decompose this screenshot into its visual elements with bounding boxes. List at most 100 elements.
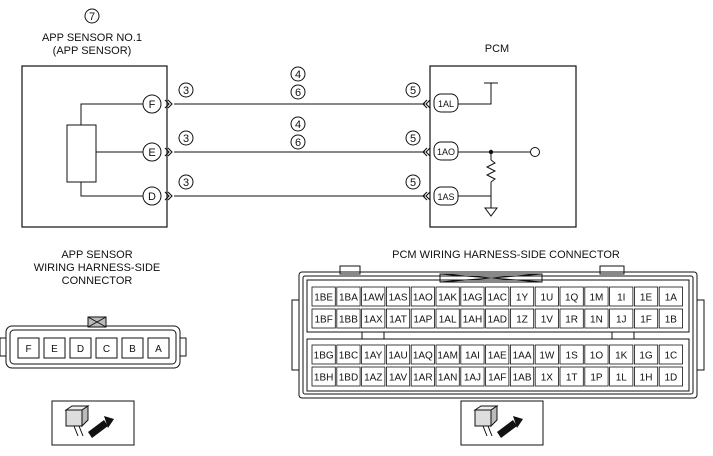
pcm-pin-cell: [410, 308, 435, 329]
wire2-mid-ref-a: 4: [295, 119, 301, 131]
pcm-pin-cell: [460, 286, 485, 307]
pcm-pin-label: 1AE: [488, 351, 507, 362]
pcm-pin-label: 1N: [590, 315, 603, 326]
pcm-pin-cell: [311, 286, 336, 307]
pcm-pin-label: 1BB: [339, 315, 358, 326]
pcm-pin-cell: [534, 286, 559, 307]
pcm-pin-label: 1I: [617, 293, 625, 304]
connector-view-icon-right: [460, 400, 544, 446]
wires: [174, 103, 425, 197]
pcm-pin-cell: [559, 366, 584, 387]
pcm-pin-cell: [336, 308, 361, 329]
pcm-pin-label: 1D: [664, 373, 677, 384]
pcm-pin-cell: [385, 308, 411, 329]
pcm-pin-cell: [658, 286, 683, 307]
pcm-pin-cell: [609, 344, 634, 365]
pcm-pin-cell: [658, 344, 683, 365]
pcm-pin-label: 1BH: [314, 373, 333, 384]
pcm-pin-cell: [460, 344, 485, 365]
pcm-title: PCM: [485, 43, 509, 55]
pcm-pin-label: 1AG: [462, 293, 482, 304]
pcm-pin-cell: [361, 308, 386, 329]
app-connector-pin-e: E: [51, 344, 58, 355]
app-connector-pin-b: B: [129, 344, 136, 355]
pcm-pin-cell: [460, 366, 485, 387]
wire1-left-ref: 3: [183, 85, 189, 97]
pcm-pin-label: 1AD: [488, 315, 507, 326]
pcm-pin-cell: [609, 308, 634, 329]
pcm-pin-label: 1AF: [488, 373, 506, 384]
pcm-pin-cell: [385, 344, 411, 365]
pcm-pin-cell: [435, 286, 460, 307]
pcm-pin-label: 1X: [541, 373, 554, 384]
pcm-terminals: 1AL 1AO 1AS: [433, 93, 459, 206]
pcm-pin-cell: [336, 366, 361, 387]
pcm-pin-label: 1AB: [513, 373, 532, 384]
pcm-pin-label: 1AJ: [464, 373, 481, 384]
pcm-pin-label: 1AM: [437, 351, 458, 362]
pcm-pin-label: 1Q: [565, 293, 579, 304]
pcm-pin-cell: [559, 344, 584, 365]
pcm-box: [429, 65, 577, 228]
app-connector-caption-1: APP SENSOR: [61, 249, 132, 261]
pcm-pin-label: 1BE: [314, 293, 333, 304]
app-sensor-element: [66, 124, 97, 183]
pcm-pin-cell: [410, 344, 435, 365]
pcm-pin-label: 1AL: [439, 315, 457, 326]
pcm-pin-label: 1A: [665, 293, 678, 304]
pcm-pin-cell: [460, 308, 485, 329]
pcm-pin-cell: [361, 286, 386, 307]
app-connector-pin-d: D: [77, 344, 84, 355]
app-sensor-ref: 7: [89, 11, 95, 23]
pcm-pin-cell: [336, 286, 361, 307]
app-sensor-title-line1: APP SENSOR NO.1: [42, 32, 142, 44]
pcm-pin-label: 1AQ: [413, 351, 433, 362]
pcm-pin-cell: [634, 366, 659, 387]
pcm-pin-label: 1AC: [488, 293, 507, 304]
pcm-pin-label: 1BG: [314, 351, 334, 362]
wire1-right-ref: 5: [410, 85, 416, 97]
pcm-pin-cell: [435, 366, 460, 387]
pcm-connector-caption: PCM WIRING HARNESS-SIDE CONNECTOR: [392, 249, 620, 261]
pcm-internal-circuit: [458, 82, 540, 217]
pcm-pin-cell: [485, 366, 510, 387]
pcm-pin-cell: [435, 308, 460, 329]
pcm-pin-label: 1S: [566, 351, 579, 362]
pcm-pin-label: 1W: [539, 351, 555, 362]
app-connector-caption-2: WIRING HARNESS-SIDE: [34, 262, 161, 274]
pcm-pin-cell: [361, 366, 386, 387]
pcm-pin-cell: [485, 308, 510, 329]
app-connector-pin-f: F: [25, 344, 31, 355]
app-pin-f: F: [149, 99, 156, 111]
app-pin-e: E: [148, 147, 155, 159]
pcm-pin-cell: [609, 366, 634, 387]
pcm-pin-label: 1AW: [363, 293, 385, 304]
pcm-pin-cell: [509, 286, 535, 307]
app-connector-caption-3: CONNECTOR: [62, 275, 133, 287]
pcm-pin-label: 1AR: [413, 373, 432, 384]
pcm-pin-label: 1AK: [438, 293, 457, 304]
pcm-pin-cell: [534, 308, 559, 329]
pcm-pin-label: 1J: [616, 315, 627, 326]
pcm-connector-housing: [291, 265, 705, 399]
pcm-pin-label: 1BC: [339, 351, 358, 362]
pcm-pin-label: 1AH: [463, 315, 482, 326]
app-connector-pins: F E D C B A: [17, 337, 170, 359]
pcm-pin-label: 1AA: [513, 351, 532, 362]
pcm-pin-cell: [609, 286, 634, 307]
pcm-pin-cell: [509, 344, 535, 365]
pcm-pin-label: 1U: [540, 293, 553, 304]
pcm-pin-label: 1K: [615, 351, 628, 362]
app-connector: [0, 316, 187, 369]
wire2-mid-ref-b: 6: [295, 137, 301, 149]
pcm-pin-label: 1B: [665, 315, 678, 326]
pcm-pin-label: 1AX: [364, 315, 383, 326]
app-sensor-pins: F E D: [142, 94, 162, 206]
app-connector-pin-a: A: [155, 344, 162, 355]
pcm-pin-label: 1L: [616, 373, 628, 384]
pcm-pin-cell: [311, 366, 336, 387]
pcm-pin-label: 1AI: [465, 351, 480, 362]
pcm-pin-cell: [509, 366, 535, 387]
